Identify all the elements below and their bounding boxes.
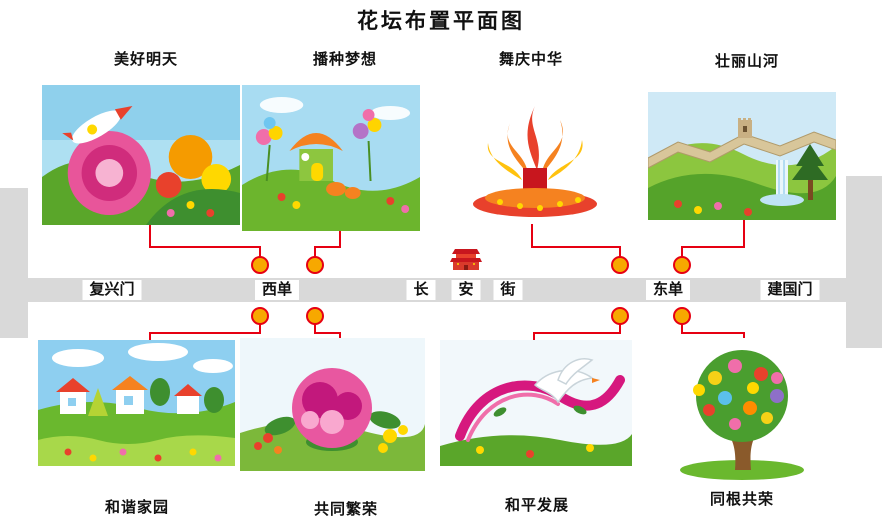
connector-line xyxy=(681,324,745,338)
street-char-an: 安 xyxy=(451,280,481,300)
connector-node xyxy=(306,256,324,274)
flowerbed-photo-tonggen-gongrong xyxy=(665,338,820,483)
flowerbed-label-meihao-mingtian: 美好明天 xyxy=(113,51,179,68)
station-dongdan: 东单 xyxy=(645,280,691,300)
connector-node xyxy=(673,256,691,274)
cross-street-left xyxy=(0,188,28,338)
connector-line xyxy=(314,231,341,257)
connector-node xyxy=(673,307,691,325)
flowerbed-label-zhuangli-shanhe: 壮丽山河 xyxy=(714,53,780,70)
flowerbed-photo-bozhong-mengxiang xyxy=(242,85,420,231)
connector-node xyxy=(251,256,269,274)
page-title: 花坛布置平面图 xyxy=(357,10,525,33)
connector-line xyxy=(531,224,621,257)
connector-node xyxy=(611,256,629,274)
flowerbed-label-tonggen-gongrong: 同根共荣 xyxy=(709,491,775,508)
flowerbed-photo-meihao-mingtian xyxy=(42,85,240,225)
station-jianguomen: 建国门 xyxy=(760,280,820,300)
cross-street-right xyxy=(846,176,882,348)
connector-line xyxy=(314,324,341,338)
flowerbed-label-wuqing-zhonghua: 舞庆中华 xyxy=(498,51,564,68)
station-xidan: 西单 xyxy=(254,280,300,300)
connector-node xyxy=(251,307,269,325)
flowerbed-photo-wuqing-zhonghua xyxy=(440,88,630,224)
connector-line xyxy=(681,220,745,257)
connector-node xyxy=(611,307,629,325)
flowerbed-photo-hexie-jiayuan xyxy=(38,340,235,466)
flowerbed-photo-heping-fazhan xyxy=(440,340,632,466)
flowerbed-label-hexie-jiayuan: 和谐家园 xyxy=(104,499,170,516)
connector-line xyxy=(533,324,621,340)
station-fuxingmen: 复兴门 xyxy=(82,280,142,300)
street-char-jie: 街 xyxy=(493,280,523,300)
connector-node xyxy=(306,307,324,325)
street-char-chang: 长 xyxy=(406,280,436,300)
tiananmen-gate-icon xyxy=(446,240,486,272)
flowerbed-label-heping-fazhan: 和平发展 xyxy=(504,497,570,514)
flowerbed-photo-zhuangli-shanhe xyxy=(648,92,836,220)
flowerbed-label-bozhong-mengxiang: 播种梦想 xyxy=(312,51,378,68)
changan-avenue-road xyxy=(0,278,882,302)
flowerbed-photo-gongtong-fanrong xyxy=(240,338,425,471)
flowerbed-label-gongtong-fanrong: 共同繁荣 xyxy=(313,501,379,518)
